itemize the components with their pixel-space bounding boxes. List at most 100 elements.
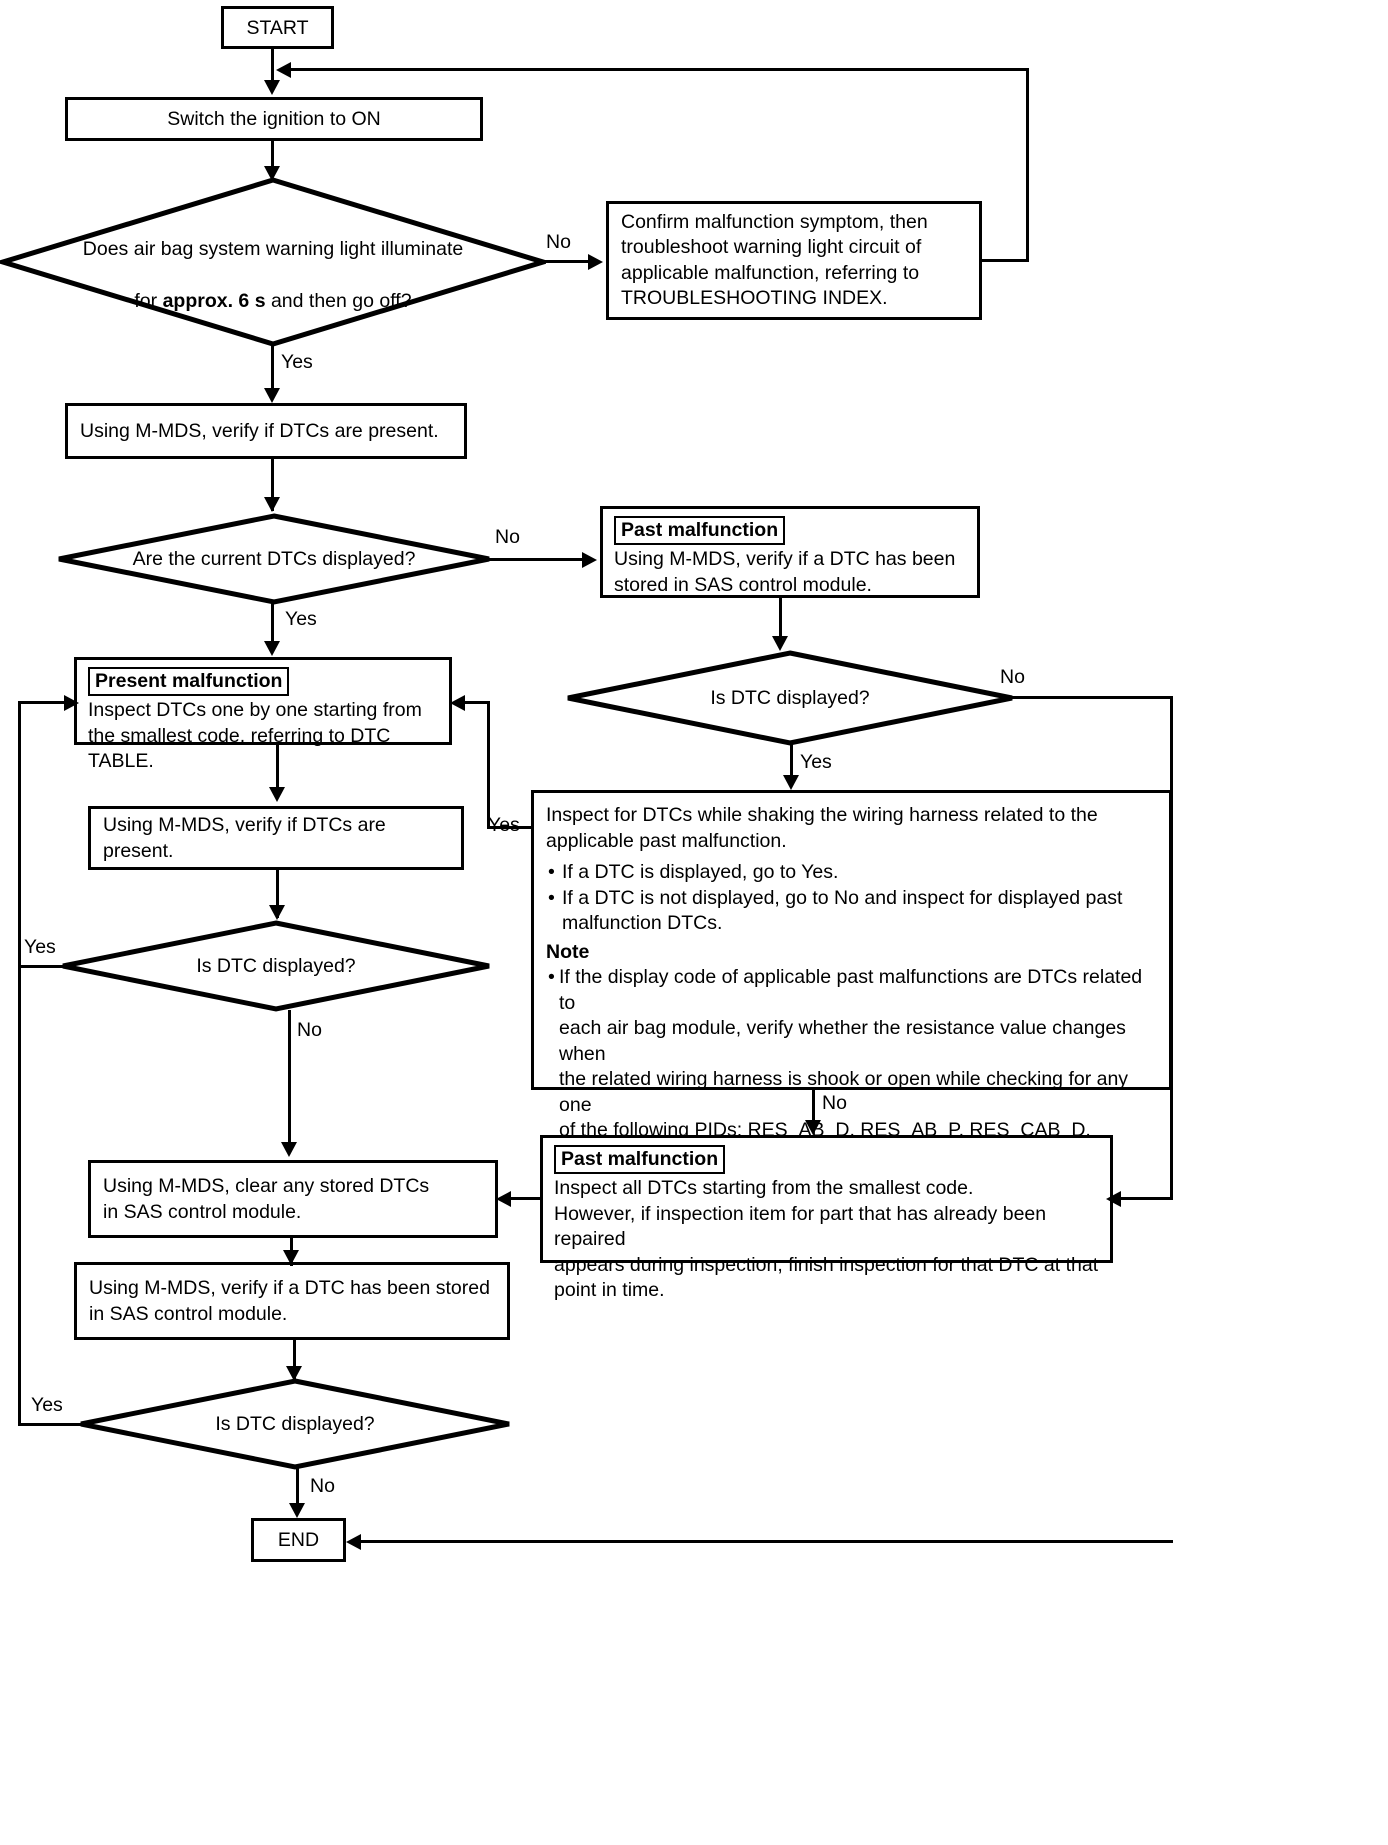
arrowhead: [264, 80, 280, 95]
node-verify-dtcs-2-label: Using M-MDS, verify if DTCs are present.: [103, 814, 386, 862]
node-past-malfunction-1[interactable]: Past malfunction Using M-MDS, verify if …: [600, 506, 980, 598]
edge-label-no-dtc1: No: [1000, 666, 1025, 688]
diamond-shape: [62, 920, 490, 1012]
arrowhead: [1106, 1191, 1121, 1207]
edge-present-to-verify2: [276, 745, 279, 795]
node-verify-dtcs-1-label: Using M-MDS, verify if DTCs are present.: [80, 420, 439, 442]
arrowhead: [269, 905, 285, 920]
edge-shake-yes-horizontal: [487, 826, 533, 829]
edge-dtc2-no-vertical: [288, 1010, 291, 1150]
node-is-dtc-displayed-3[interactable]: Is DTC displayed?: [78, 1378, 512, 1470]
edge-label-yes-shake: Yes: [488, 814, 520, 836]
node-verify-stored-dtc[interactable]: Using M-MDS, verify if a DTC has been st…: [74, 1262, 510, 1340]
node-confirm-symptom[interactable]: Confirm malfunction symptom, then troubl…: [606, 201, 982, 320]
node-verify-dtcs-1[interactable]: Using M-MDS, verify if DTCs are present.: [65, 403, 467, 459]
diamond-shape: [80, 1378, 510, 1470]
edge-warning-no-horizontal: [543, 260, 591, 263]
node-clear-dtcs-label: Using M-MDS, clear any stored DTCs in SA…: [103, 1175, 430, 1223]
node-end-label: END: [277, 1529, 320, 1551]
node-start-label: START: [246, 16, 309, 39]
arrowhead: [450, 695, 465, 711]
node-shake-harness[interactable]: Inspect for DTCs while shaking the wirin…: [531, 790, 1172, 1192]
arrowhead: [582, 552, 597, 568]
node-past-malfunction-2-body: Inspect all DTCs starting from the small…: [554, 1177, 1099, 1301]
edge-label-no-dtc2: No: [297, 1019, 322, 1041]
arrowhead: [496, 1191, 511, 1207]
arrowhead: [269, 787, 285, 802]
edge-verify2-to-dtc-q2: [276, 870, 279, 918]
node-current-dtcs-question[interactable]: Are the current DTCs displayed?: [56, 513, 492, 605]
node-clear-dtcs[interactable]: Using M-MDS, clear any stored DTCs in SA…: [88, 1160, 498, 1238]
arrowhead: [264, 497, 280, 512]
edge-warning-yes-vertical: [271, 344, 274, 396]
node-past-malfunction-2[interactable]: Past malfunction Inspect all DTCs starti…: [540, 1135, 1113, 1301]
diamond-shape: [567, 650, 1013, 746]
edge-dtc1-yes-vertical: [790, 744, 793, 786]
node-verify-stored-dtc-label: Using M-MDS, verify if a DTC has been st…: [89, 1277, 490, 1325]
arrowhead: [264, 166, 280, 181]
node-past-malfunction-1-body: Using M-MDS, verify if a DTC has been st…: [614, 548, 956, 596]
edge-current-yes-vertical: [271, 603, 274, 651]
list-item: If a DTC is not displayed, go to No and …: [546, 886, 1157, 937]
edge-label-yes-dtc1: Yes: [800, 751, 832, 773]
edge-current-no-horizontal: [489, 558, 585, 561]
node-past-malfunction-1-tag: Past malfunction: [614, 516, 786, 545]
edge-dtc1-no-horizontal: [1010, 696, 1173, 699]
edge-label-yes-current: Yes: [285, 608, 317, 630]
edge-shake-no-vertical: [812, 1090, 815, 1128]
edge-confirm-loop-horizontal-top: [283, 68, 1029, 71]
edge-dtc3-no-vertical: [296, 1468, 299, 1510]
edge-label-yes-warning: Yes: [281, 351, 313, 373]
arrowhead: [276, 62, 291, 78]
edge-label-no-shake: No: [822, 1092, 847, 1114]
arrowhead: [805, 1120, 821, 1135]
edge-start-to-ignition: [271, 49, 274, 83]
edge-label-no-warning: No: [546, 231, 571, 253]
arrowhead: [64, 695, 79, 711]
arrowhead: [772, 636, 788, 651]
edge-return-to-end-horizontal: [355, 1540, 1173, 1543]
arrowhead: [289, 1503, 305, 1518]
edge-shake-yes-vertical: [487, 701, 490, 829]
node-shake-harness-note-head: Note: [546, 940, 590, 963]
edge-dtc3-yes-vertical: [18, 701, 21, 1425]
arrowhead: [588, 254, 603, 270]
edge-verify1-to-current-q: [271, 459, 274, 511]
node-past-malfunction-2-tag: Past malfunction: [554, 1145, 726, 1174]
edge-shake-yes-horizontal-top: [459, 701, 490, 704]
edge-past1-to-dtc-q1: [779, 598, 782, 646]
edge-dtc3-yes-horizontal: [18, 1423, 82, 1426]
edge-label-yes-dtc2: Yes: [24, 936, 56, 958]
node-verify-dtcs-2[interactable]: Using M-MDS, verify if DTCs are present.: [88, 806, 464, 870]
node-present-malfunction-body: Inspect DTCs one by one starting from th…: [88, 699, 422, 772]
edge-dtc1-no-vertical: [1170, 696, 1173, 1199]
node-is-dtc-displayed-2[interactable]: Is DTC displayed?: [60, 920, 492, 1012]
node-present-malfunction-tag: Present malfunction: [88, 667, 290, 696]
arrowhead: [283, 1250, 299, 1265]
edge-dtc1-no-horizontal-bottom: [1113, 1197, 1173, 1200]
node-shake-harness-bullets: If a DTC is displayed, go to Yes. If a D…: [546, 860, 1157, 937]
edge-label-yes-dtc3: Yes: [31, 1394, 63, 1416]
edge-confirm-loop-vertical: [1026, 68, 1029, 261]
edge-confirm-loop-horizontal-bottom: [980, 259, 1029, 262]
node-warning-light-question[interactable]: Does air bag system warning light illumi…: [0, 177, 546, 347]
arrowhead: [286, 1366, 302, 1381]
node-start[interactable]: START: [221, 6, 334, 49]
edge-past2-to-clear: [505, 1197, 543, 1200]
node-ignition[interactable]: Switch the ignition to ON: [65, 97, 483, 141]
edge-label-no-current: No: [495, 526, 520, 548]
diamond-shape: [0, 177, 546, 347]
edge-dtc2-yes-horizontal-top: [18, 701, 74, 704]
node-shake-harness-intro: Inspect for DTCs while shaking the wirin…: [546, 804, 1098, 852]
edge-verify-stored-to-dtc-q3: [293, 1340, 296, 1382]
node-is-dtc-displayed-1[interactable]: Is DTC displayed?: [565, 650, 1015, 746]
diamond-shape: [58, 513, 490, 605]
node-present-malfunction[interactable]: Present malfunction Inspect DTCs one by …: [74, 657, 452, 772]
arrowhead: [346, 1534, 361, 1550]
node-ignition-label: Switch the ignition to ON: [167, 108, 381, 130]
edge-ignition-to-warning-q: [271, 141, 274, 175]
node-end[interactable]: END: [251, 1518, 346, 1562]
arrowhead: [264, 641, 280, 656]
edge-label-no-dtc3: No: [310, 1475, 335, 1497]
